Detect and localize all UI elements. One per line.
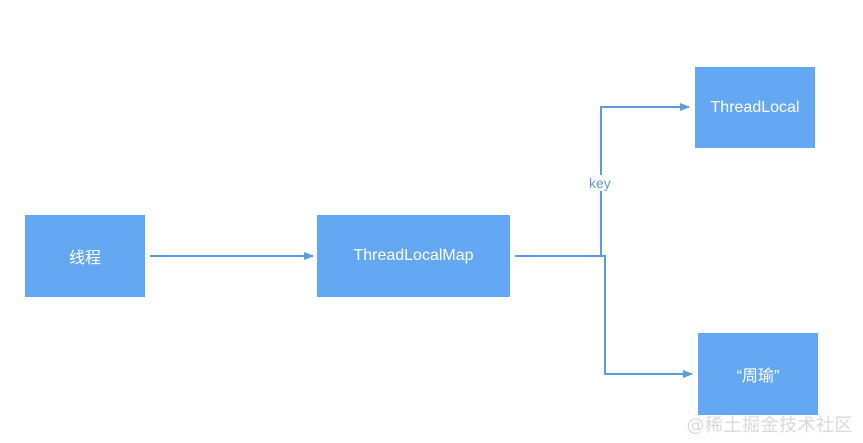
node-thread-local: ThreadLocal: [695, 67, 815, 148]
node-thread-label: 线程: [68, 250, 101, 267]
node-value: “周瑜”: [698, 333, 818, 415]
edge-key-label: key: [587, 175, 613, 191]
node-thread-local-label: ThreadLocal: [710, 98, 800, 116]
edge-map-to-value: [601, 255, 693, 378]
node-value-label: “周瑜”: [736, 368, 780, 385]
node-thread-local-map: ThreadLocalMap: [317, 215, 510, 297]
node-thread-local-map-label: ThreadLocalMap: [353, 247, 474, 264]
watermark: @稀土掘金技术社区: [686, 415, 853, 436]
node-thread: 线程: [25, 215, 145, 297]
